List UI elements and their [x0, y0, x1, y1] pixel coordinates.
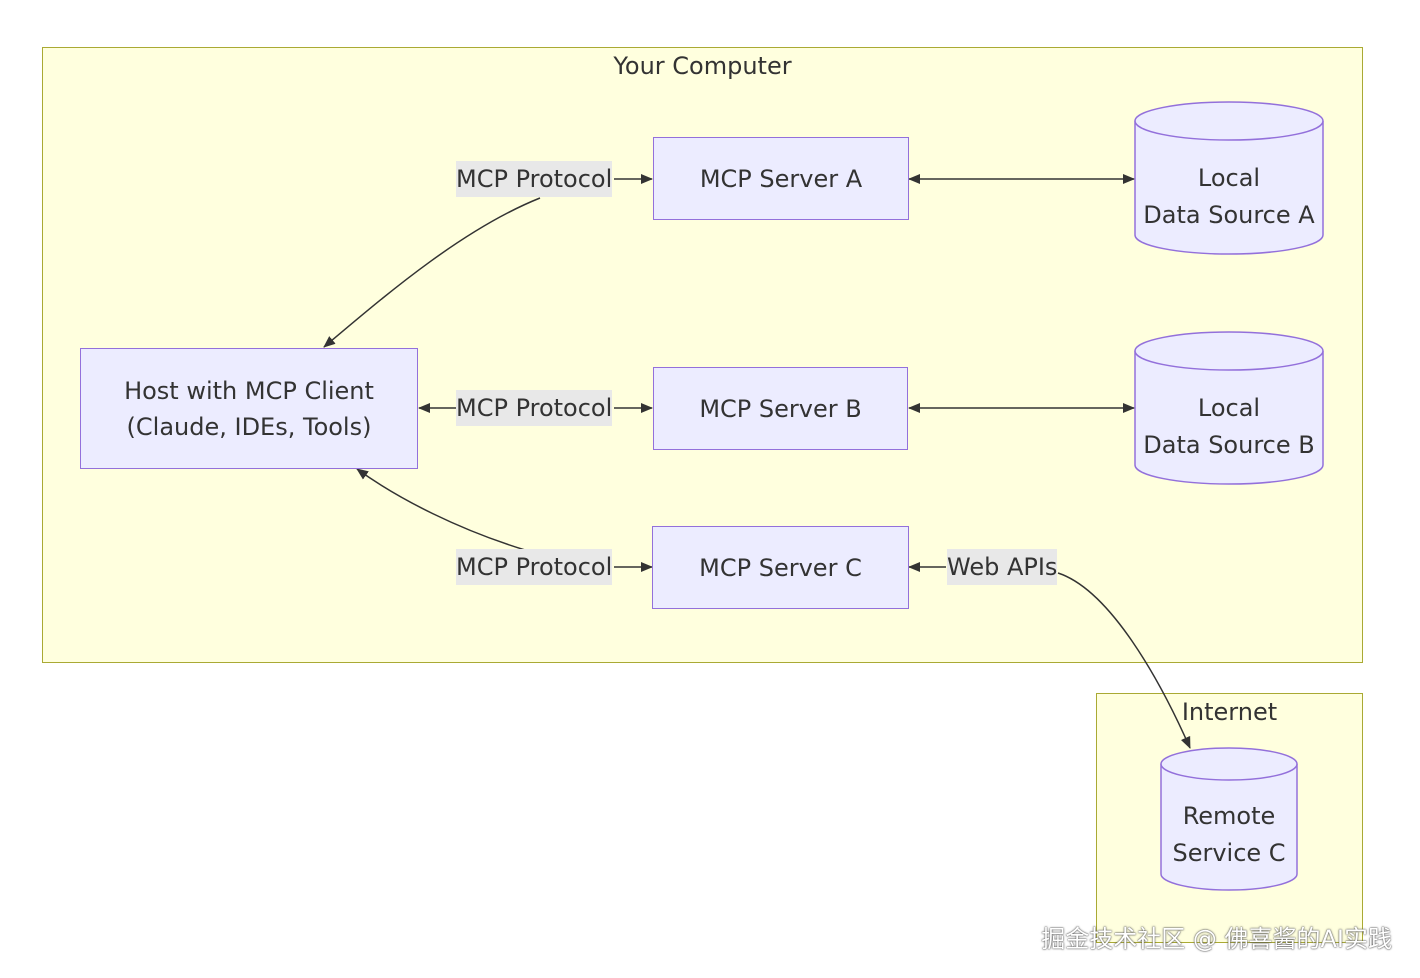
edge-host-to-protocol-c: [356, 468, 526, 551]
mcp-server-a: MCP Server A: [653, 137, 909, 220]
mcp-server-c-label: MCP Server C: [699, 553, 862, 582]
data-source-b: Local Data Source B: [1135, 370, 1323, 484]
host-node-line1: Host with MCP Client: [124, 376, 374, 405]
cylinder-data-source-b: [1134, 331, 1324, 485]
edge-label-web-apis: Web APIs: [947, 549, 1058, 585]
host-node-line2: (Claude, IDEs, Tools): [126, 412, 372, 441]
data-source-a-line2: Data Source A: [1143, 201, 1315, 229]
edge-web-apis-to-remote-c: [1057, 572, 1191, 749]
host-node: Host with MCP Client (Claude, IDEs, Tool…: [80, 348, 418, 469]
edge-host-to-protocol-a: [323, 197, 541, 348]
data-source-b-line2: Data Source B: [1143, 431, 1315, 459]
cluster-title-internet: Internet: [1181, 698, 1278, 726]
cylinder-remote-service-c: [1160, 747, 1298, 891]
data-source-a: Local Data Source A: [1135, 140, 1323, 254]
remote-service-c-line2: Service C: [1172, 839, 1286, 867]
edge-label-protocol-a: MCP Protocol: [456, 161, 613, 197]
cylinder-data-source-a: [1134, 101, 1324, 255]
watermark: 掘金技术社区 @ 佛喜酱的AI实践: [1041, 925, 1392, 953]
mcp-server-c: MCP Server C: [652, 526, 909, 609]
mcp-server-b: MCP Server B: [653, 367, 908, 450]
mcp-server-b-label: MCP Server B: [699, 394, 862, 423]
edge-label-protocol-c: MCP Protocol: [456, 549, 613, 585]
remote-service-c: Remote Service C: [1161, 780, 1297, 890]
mcp-server-a-label: MCP Server A: [699, 164, 863, 193]
data-source-a-line1: Local: [1197, 164, 1261, 192]
remote-service-c-line1: Remote: [1182, 802, 1276, 830]
cluster-title-your-computer: Your Computer: [613, 52, 792, 80]
data-source-b-line1: Local: [1197, 394, 1261, 422]
edge-label-protocol-b: MCP Protocol: [456, 390, 613, 426]
